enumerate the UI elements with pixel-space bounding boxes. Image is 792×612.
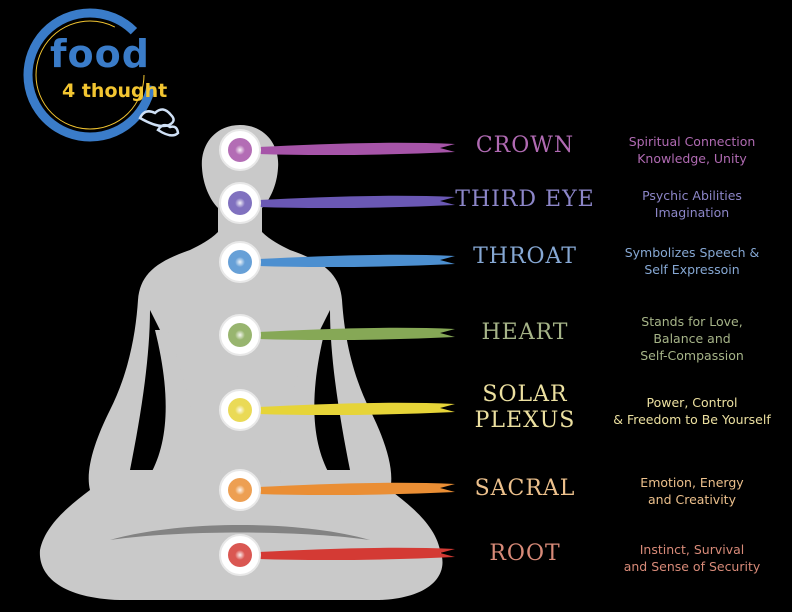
chakra-streak-third-eye [258,195,455,209]
chakra-desc-solar-plexus: Power, Control & Freedom to Be Yourself [592,394,792,428]
chakra-glow-root [235,550,245,560]
chakra-streak-root [258,547,455,561]
chakra-desc-sacral: Emotion, Energy and Creativity [592,474,792,508]
desc-line: Instinct, Survival [639,542,745,557]
chakra-streak-crown [258,142,455,156]
desc-line: Imagination [654,205,730,220]
desc-line: and Sense of Security [623,559,761,574]
chakra-streak-solar-plexus [258,402,455,416]
chakra-streak-throat [258,254,455,268]
desc-line: Self Expressoin [644,262,740,277]
desc-line: Stands for Love, [641,314,743,329]
desc-line: Power, Control [646,395,738,410]
chakra-desc-crown: Spiritual Connection Knowledge, Unity [592,133,792,167]
desc-line: Balance and [653,331,731,346]
desc-line: Knowledge, Unity [637,151,747,166]
logo-word-food: food [50,32,150,76]
chakra-desc-root: Instinct, Survival and Sense of Security [592,541,792,575]
chakra-streak-sacral [258,482,455,496]
desc-line: Emotion, Energy [640,475,744,490]
chakra-glow-third-eye [235,198,245,208]
chakra-glow-sacral [235,485,245,495]
desc-line: Self-Compassion [640,348,744,363]
solar-line-2: PLEXUS [474,408,576,433]
cloud-icon [138,108,180,137]
chakra-glow-solar-plexus [235,405,245,415]
chakra-label-solar-plexus: SOLAR PLEXUS [440,382,610,434]
food-4-thought-logo [23,8,180,142]
solar-line-1: SOLAR [482,382,568,407]
chakra-label-crown: CROWN [475,133,575,158]
chakra-desc-heart: Stands for Love, Balance and Self-Compas… [592,313,792,364]
desc-line: Psychic Abilities [642,188,742,203]
chakra-streak-heart [258,327,455,341]
desc-line: Spiritual Connection [628,134,756,149]
chakra-label-heart: HEART [481,320,569,345]
desc-line: and Creativity [648,492,736,507]
chakra-glow-throat [235,257,245,267]
chakra-desc-third-eye: Psychic Abilities Imagination [592,187,792,221]
desc-line: & Freedom to Be Yourself [613,412,771,427]
chakra-label-sacral: SACRAL [474,476,576,501]
chakra-label-third-eye: THIRD EYE [455,187,595,212]
body-silhouette [39,125,443,600]
logo-word-4-thought: 4 thought [62,80,168,102]
desc-line: Symbolizes Speech & [624,245,760,260]
chakra-label-root: ROOT [489,541,561,566]
chakra-glow-crown [235,145,245,155]
chakra-glow-heart [235,330,245,340]
chakra-label-throat: THROAT [473,244,577,269]
chakra-desc-throat: Symbolizes Speech & Self Expressoin [592,244,792,278]
